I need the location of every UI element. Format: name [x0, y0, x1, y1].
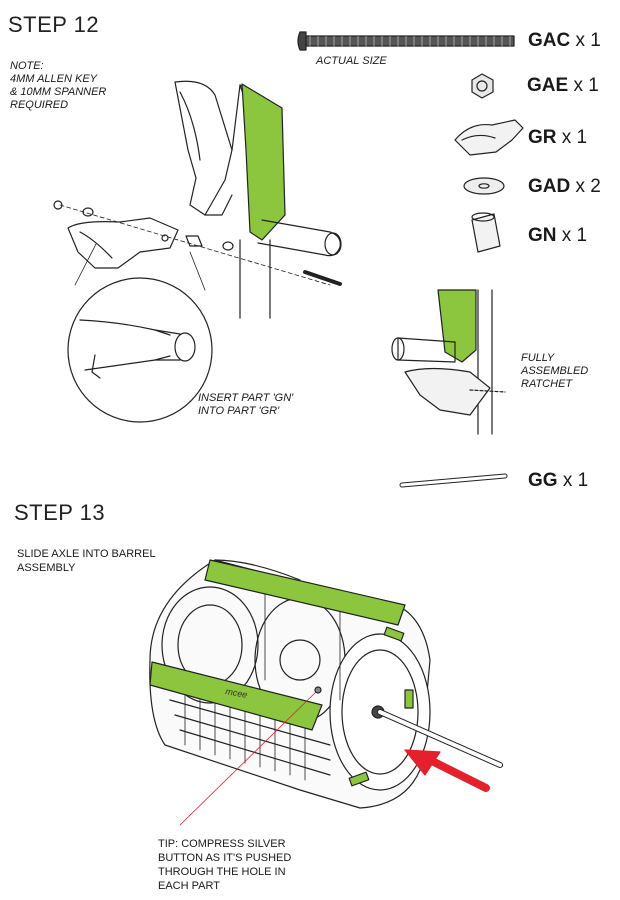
ratchet-drawing: [454, 119, 524, 156]
tip-line: TIP: COMPRESS SILVER: [158, 838, 286, 850]
handle-tube-drawing: [257, 219, 342, 257]
part-label-gae: GAE x 1: [527, 75, 599, 97]
part-qty: x 2: [575, 176, 601, 197]
note-line: NOTE:: [10, 60, 44, 72]
part-code: GAC: [528, 30, 571, 51]
ratchet-part-drawing: [67, 217, 179, 269]
axle-in-barrel-drawing: [377, 709, 503, 768]
bolt-drawing: [297, 31, 515, 51]
instruction-line: ASSEMBLY: [17, 562, 76, 574]
instruction-line: SLIDE AXLE INTO BARREL: [17, 548, 156, 560]
part-label-gr: GR x 1: [528, 127, 587, 149]
green-inset-panel: [437, 289, 477, 363]
part-code: GAE: [527, 75, 569, 96]
small-washer-drawing: [82, 207, 94, 217]
assembled-ratchet-drawing: [391, 289, 506, 435]
insert-direction-arrow: [404, 749, 490, 792]
green-frame-panel: [241, 83, 286, 241]
tool-note: NOTE: 4MM ALLEN KEY & 10MM SPANNER REQUI…: [10, 60, 106, 112]
part-qty: x 1: [562, 470, 589, 491]
part-qty: x 1: [573, 75, 599, 96]
axle-rod-drawing: [399, 473, 508, 488]
tip-pointer-line: [179, 689, 319, 826]
green-band-top: [204, 559, 406, 626]
tip-line: BUTTON AS IT'S PUSHED: [158, 852, 292, 864]
insert-part-caption: INSERT PART 'GN' INTO PART 'GR': [198, 392, 293, 418]
part-label-gac: GAC x 1: [528, 30, 601, 52]
part-code: GAD: [528, 176, 571, 197]
green-band-front: [149, 661, 323, 731]
svg-text:mcee: mcee: [225, 686, 248, 700]
part-code: GR: [528, 127, 557, 148]
part-qty: x 1: [561, 225, 588, 246]
spacer-part-drawing: [185, 235, 203, 247]
ratchet-line: FULLY: [521, 352, 555, 364]
magnify-circle: [67, 277, 213, 423]
insert-line: INSERT PART 'GN': [198, 392, 294, 404]
part-label-gn: GN x 1: [528, 225, 587, 247]
note-line: 4MM ALLEN KEY: [10, 73, 98, 85]
slide-axle-instruction: SLIDE AXLE INTO BARREL ASSEMBLY: [17, 547, 156, 575]
part-code: GN: [528, 225, 557, 246]
note-line: REQUIRED: [10, 99, 69, 111]
part-code: GG: [528, 470, 558, 491]
step-13-title: STEP 13: [14, 500, 106, 525]
spacer-drawing: [471, 212, 501, 253]
magnified-ratchet-drawing: [79, 319, 196, 379]
part-label-gad: GAD x 2: [528, 176, 601, 198]
tip-line: THROUGH THE HOLE IN: [158, 866, 286, 878]
ratchet-line: RATCHET: [521, 378, 573, 390]
step-12-title: STEP 12: [8, 12, 100, 37]
tip-text: TIP: COMPRESS SILVER BUTTON AS IT'S PUSH…: [158, 837, 291, 893]
small-nut-drawing: [53, 200, 63, 210]
tip-line: EACH PART: [158, 880, 220, 892]
note-line: & 10MM SPANNER: [10, 86, 107, 98]
part-label-gg: GG x 1: [528, 470, 588, 492]
washer-drawing: [463, 177, 505, 195]
nut-drawing: [471, 73, 494, 99]
ratchet-line: ASSEMBLED: [521, 365, 589, 377]
actual-size-caption: ACTUAL SIZE: [316, 55, 387, 67]
assembled-ratchet-caption: FULLY ASSEMBLED RATCHET: [521, 352, 588, 391]
insert-line: INTO PART 'GR': [198, 405, 280, 417]
part-qty: x 1: [561, 127, 588, 148]
part-qty: x 1: [575, 30, 601, 51]
